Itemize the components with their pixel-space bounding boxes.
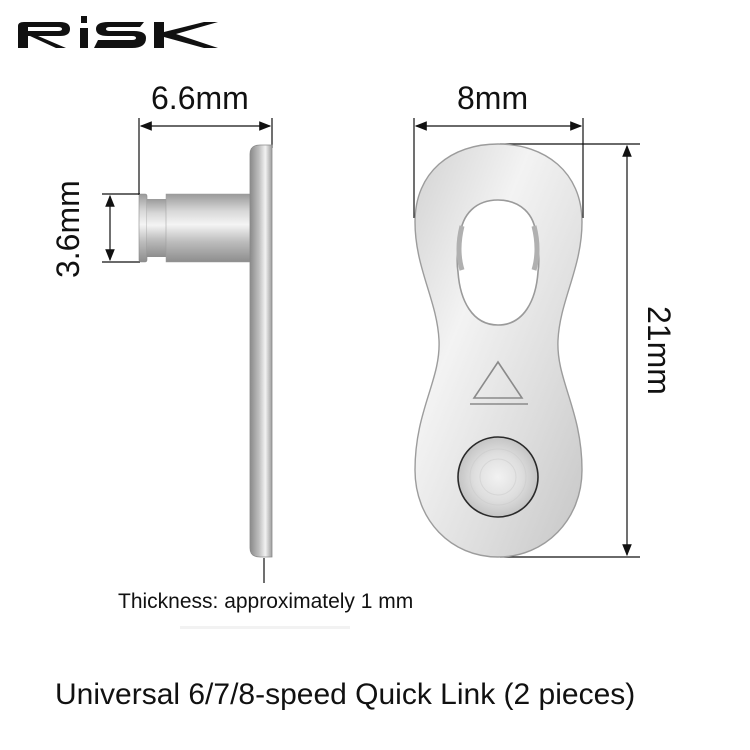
front-width-label: 8mm bbox=[457, 80, 529, 116]
side-width-label: 6.6mm bbox=[151, 80, 249, 116]
direction-triangle-icon bbox=[472, 360, 524, 399]
product-title: Universal 6/7/8-speed Quick Link (2 piec… bbox=[55, 678, 636, 711]
front-length-label: 21mm bbox=[641, 306, 677, 395]
brand-logo bbox=[18, 16, 218, 48]
thickness-caption: Thickness: approximately 1 mm bbox=[118, 590, 414, 613]
side-height-label: 3.6mm bbox=[50, 180, 86, 278]
